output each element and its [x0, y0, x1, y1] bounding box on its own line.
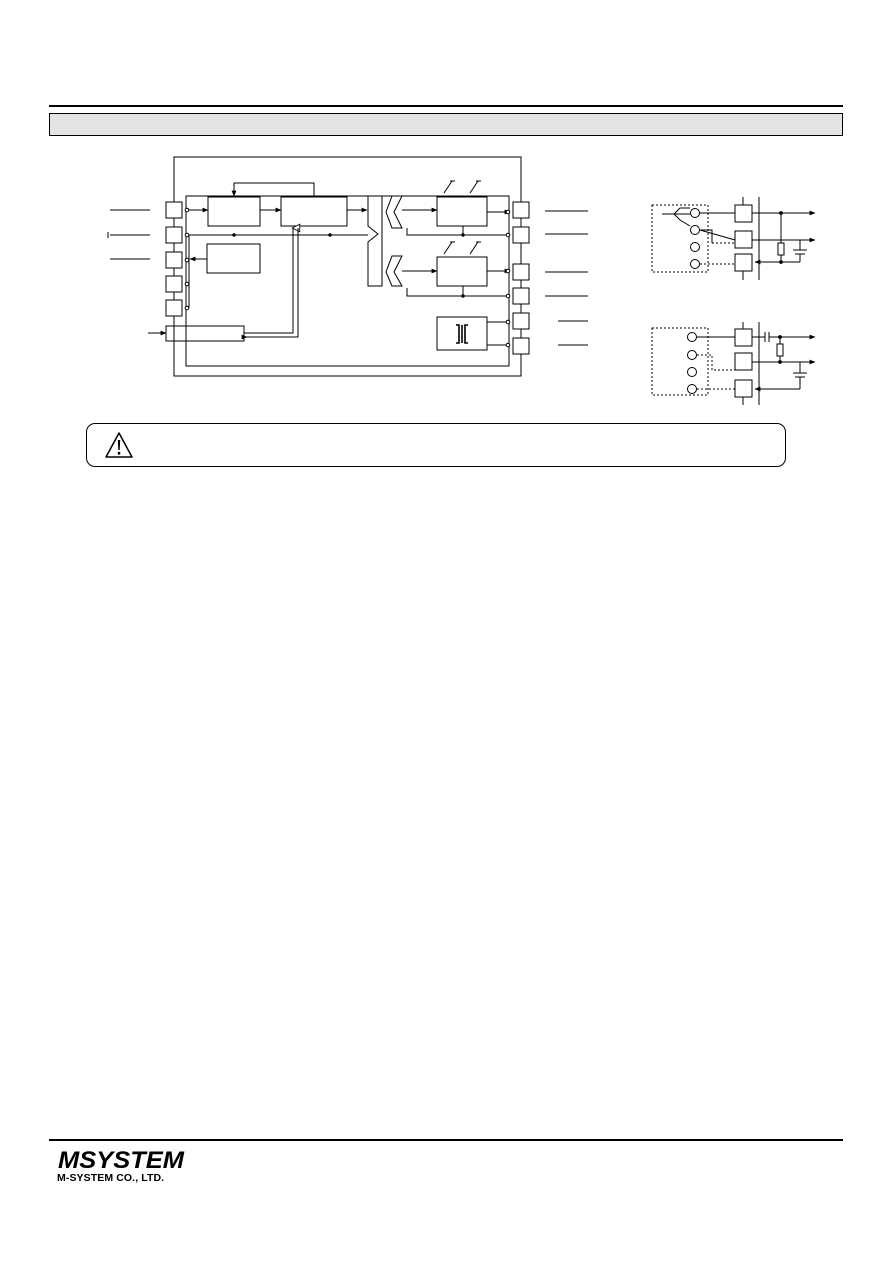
- terminal-left-2: [165, 226, 183, 244]
- terminal-right-3: [512, 263, 530, 281]
- zero-trimmer-1: [443, 180, 481, 194]
- terminal-left-1: [165, 201, 183, 219]
- msystem-logo: MSYSTEM: [58, 1147, 185, 1171]
- span-trimmer-2: [443, 241, 481, 255]
- terminal-right-5: [512, 312, 530, 330]
- terminal-right-6: [512, 337, 530, 355]
- company-name: M-SYSTEM CO., LTD.: [57, 1172, 165, 1184]
- setting-port-block: [165, 325, 245, 342]
- converter-block: [280, 196, 348, 227]
- input-circuit-block: [207, 196, 261, 227]
- cjc-block: [206, 243, 261, 274]
- power-supply-block: [436, 316, 488, 351]
- terminal-right-1: [512, 201, 530, 219]
- warning-box: [86, 423, 786, 467]
- terminal-right-4: [512, 287, 530, 305]
- output-circuit-1: [436, 196, 488, 227]
- housing-outer: [173, 156, 522, 377]
- output-circuit-2: [436, 256, 488, 287]
- terminal-left-5: [165, 299, 183, 317]
- section-header-bar: [49, 113, 843, 136]
- terminal-left-3: [165, 251, 183, 269]
- terminal-left-4: [165, 275, 183, 293]
- connection-diagram-a: [651, 197, 816, 280]
- connection-diagram-b: [651, 322, 816, 405]
- footer-rule: [49, 1139, 843, 1141]
- housing-inner: [185, 195, 510, 367]
- logo-wordmark: MSYSTEM: [58, 1147, 185, 1171]
- block-diagram: [107, 156, 816, 405]
- warning-triangle-icon: [105, 432, 133, 458]
- header-rule: [49, 105, 843, 107]
- terminal-right-2: [512, 226, 530, 244]
